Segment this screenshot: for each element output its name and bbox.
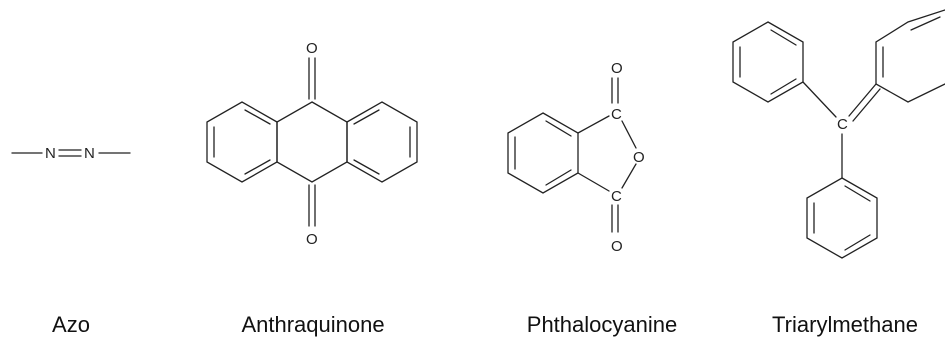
phthalocyanine-atom-o-top: O (611, 60, 623, 77)
azo-atom-n1: N (45, 145, 56, 162)
caption-phthalocyanine: Phthalocyanine (526, 312, 678, 337)
anthraquinone-structure: O O (206, 40, 418, 248)
anthraquinone-atom-o-top: O (306, 40, 318, 57)
anthraquinone-atom-o-bottom: O (306, 231, 318, 248)
phthalocyanine-structure: O C O C O (507, 60, 645, 255)
caption-azo: Azo (52, 312, 90, 337)
phthalocyanine-atom-c-top: C (611, 106, 622, 123)
triarylmethane-atom-c: C (837, 116, 848, 133)
caption-anthraquinone: Anthraquinone (241, 312, 385, 337)
phthalocyanine-atom-o-ring: O (633, 149, 645, 166)
triarylmethane-structure: C (732, 9, 945, 259)
phthalocyanine-atom-c-bottom: C (611, 188, 622, 205)
caption-triarylmethane: Triarylmethane (772, 312, 918, 337)
phthalocyanine-atom-o-bottom: O (611, 238, 623, 255)
azo-structure: N N (11, 145, 131, 162)
azo-atom-n2: N (84, 145, 95, 162)
